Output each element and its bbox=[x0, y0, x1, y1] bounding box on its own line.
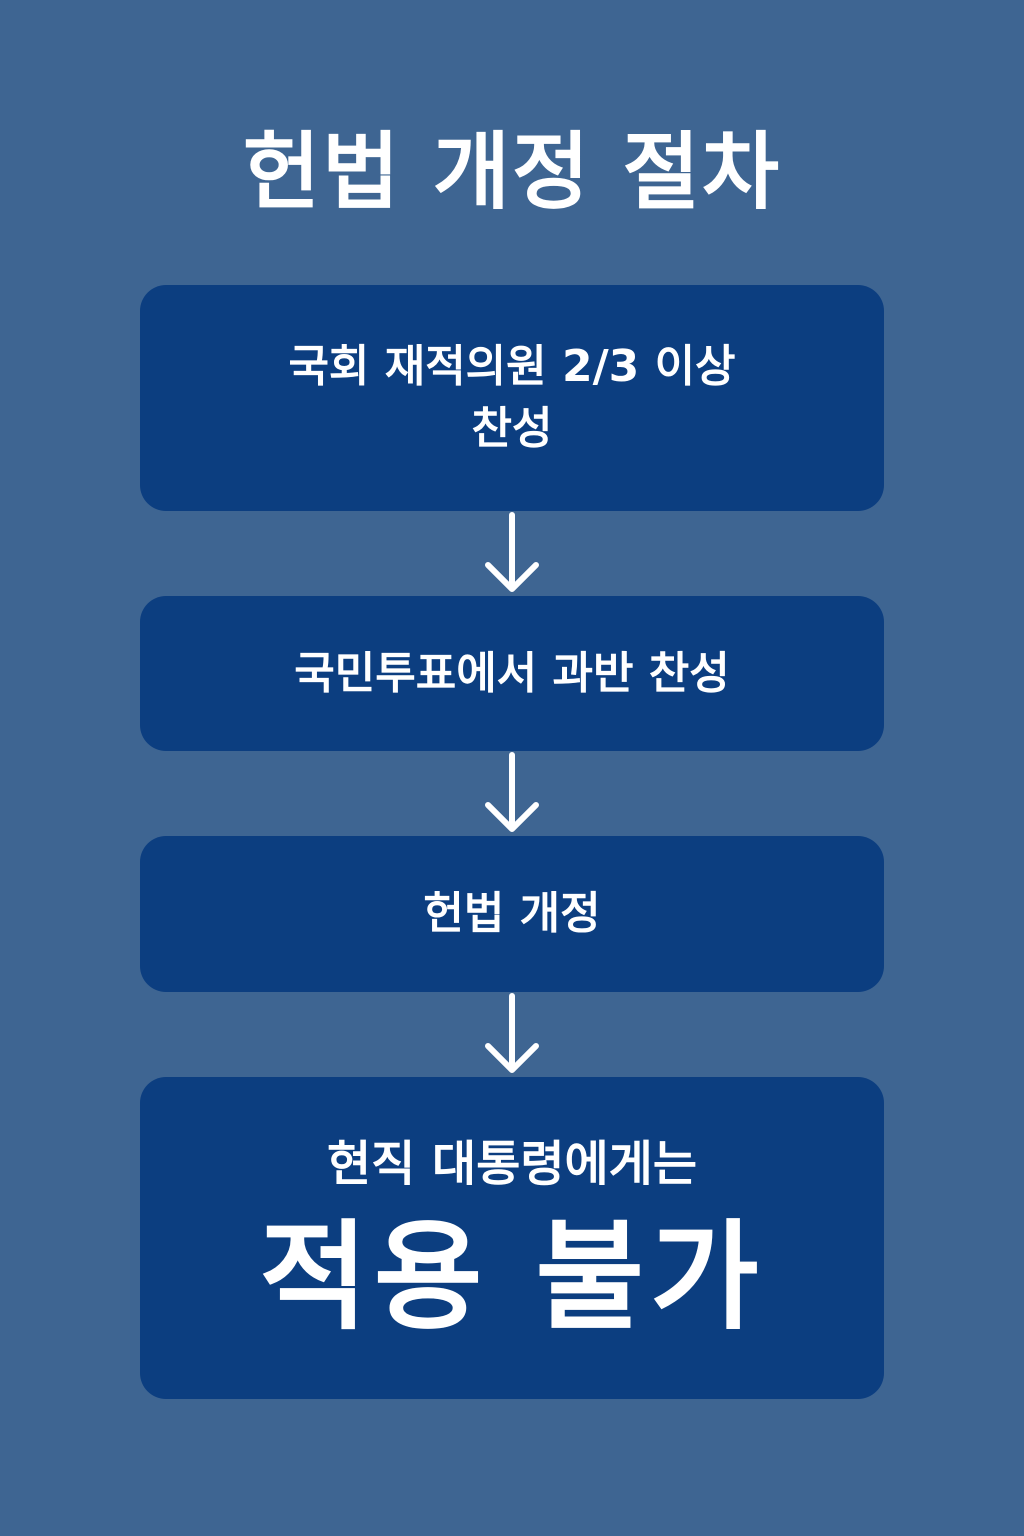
step-box-not-applicable: 현직 대통령에게는 적용 불가 bbox=[140, 1077, 884, 1399]
step-4-main-text: 적용 불가 bbox=[259, 1208, 765, 1346]
step-1-line-2: 찬성 bbox=[471, 403, 553, 454]
step-2-line-1: 국민투표에서 과반 찬성 bbox=[294, 647, 730, 699]
step-box-assembly-approval: 국회 재적의원 2/3 이상 찬성 bbox=[140, 285, 884, 511]
step-1-line-1: 국회 재적의원 2/3 이상 bbox=[288, 341, 736, 392]
arrow-down-icon bbox=[485, 512, 539, 592]
step-4-subtext: 현직 대통령에게는 bbox=[327, 1136, 697, 1192]
arrow-down-icon bbox=[485, 752, 539, 832]
step-box-amendment: 헌법 개정 bbox=[140, 836, 884, 992]
arrow-down-icon bbox=[485, 993, 539, 1073]
step-3-line-1: 헌법 개정 bbox=[423, 888, 601, 939]
step-box-referendum: 국민투표에서 과반 찬성 bbox=[140, 596, 884, 751]
diagram-title: 헌법 개정 절차 bbox=[242, 123, 782, 221]
